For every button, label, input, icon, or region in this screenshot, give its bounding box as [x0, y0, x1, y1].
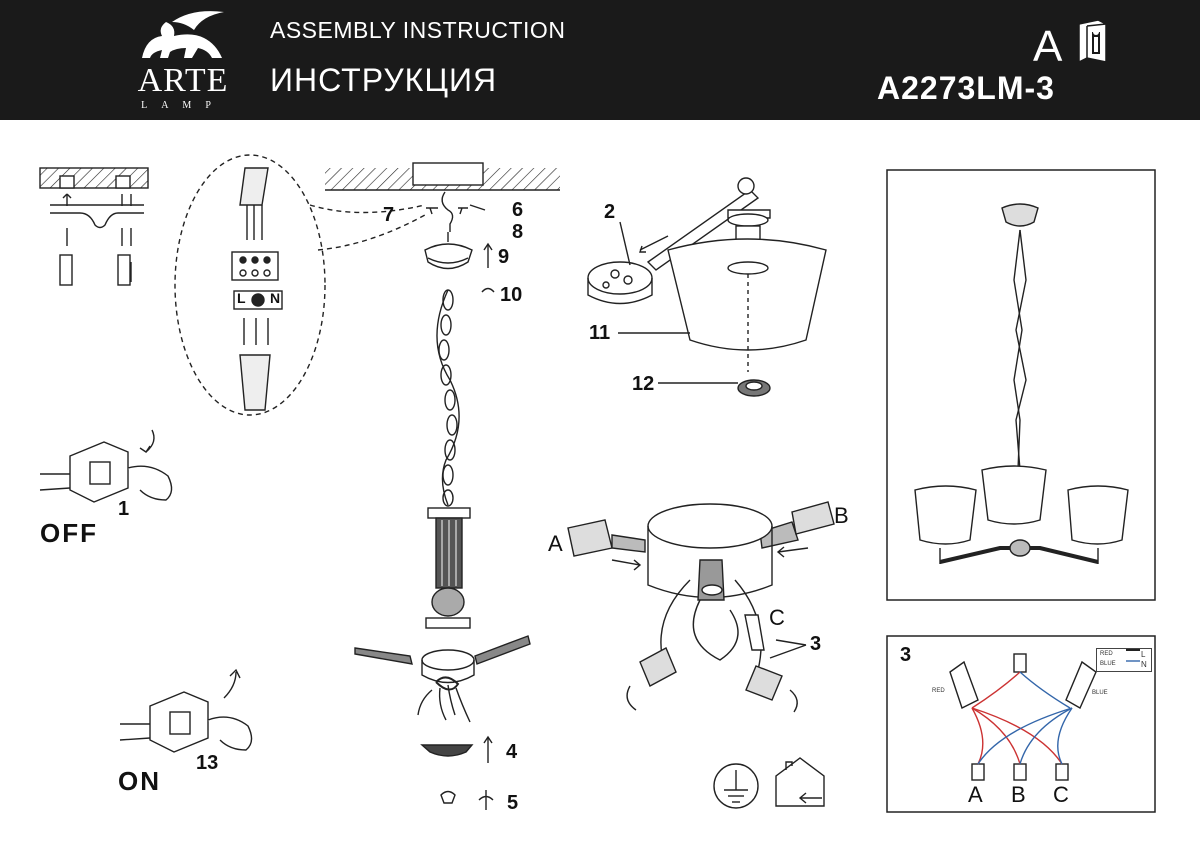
step-13-label: 13 — [196, 752, 219, 774]
wiring-c-label: C — [1053, 782, 1069, 807]
step-2-label: 2 — [604, 201, 616, 223]
wiring-b-label: B — [1011, 782, 1026, 807]
step-3-label: 3 — [810, 633, 822, 655]
brand-logo: ARTE LAMP — [120, 8, 250, 116]
legend-red: RED — [1100, 651, 1113, 657]
wire-blue-label: BLUE — [1092, 690, 1108, 696]
shade-assembly — [587, 177, 827, 397]
arm-a-label: A — [548, 531, 563, 556]
header-bar: ARTE LAMP ASSEMBLY INSTRUCTION ИНСТРУКЦИ… — [0, 0, 1200, 120]
step-4-label: 4 — [506, 741, 518, 763]
step-10-label: 10 — [500, 284, 523, 306]
arm-c-label: C — [769, 605, 785, 630]
switch-on-label: ON — [118, 766, 161, 796]
title-ru: ИНСТРУКЦИЯ — [270, 62, 498, 98]
wire-red-label: RED — [932, 688, 945, 694]
ground-symbols — [713, 757, 825, 809]
legend-blue: BLUE — [1100, 661, 1116, 667]
step-11-label: 11 — [589, 322, 611, 344]
terminal-l-label: L — [237, 290, 246, 306]
step-9-label: 9 — [498, 246, 510, 268]
step-8-label: 8 — [512, 221, 524, 243]
title-en: ASSEMBLY INSTRUCTION — [270, 17, 566, 43]
wiring-magnify-bubble — [174, 154, 426, 416]
step-6-label: 6 — [512, 199, 524, 221]
arms-assembly — [567, 501, 835, 713]
central-column — [425, 507, 471, 629]
class-letter: A — [1033, 22, 1063, 71]
lower-hub — [354, 635, 531, 723]
legend-n: N — [1141, 660, 1147, 669]
step-5-label: 5 — [507, 792, 519, 814]
step-12-label: 12 — [632, 373, 655, 395]
switch-off-drawing — [39, 429, 173, 503]
switch-on-drawing — [119, 668, 253, 753]
wiring-diagram — [949, 649, 1140, 781]
griffin-logo-icon — [142, 11, 224, 58]
info-book-icon — [1078, 19, 1107, 64]
terminal-n-label: N — [270, 290, 281, 306]
assembly-drawing — [39, 154, 1156, 813]
step-7-label: 7 — [383, 204, 395, 226]
bottom-parts — [420, 735, 494, 810]
brand-name: ARTE — [137, 62, 229, 99]
brand-sub: LAMP — [141, 100, 225, 111]
ceiling-canopy — [325, 162, 560, 293]
legend-l: L — [1141, 650, 1146, 659]
arm-b-label: B — [834, 503, 849, 528]
model-number: A2273LM-3 — [877, 70, 1055, 106]
finished-chandelier — [914, 203, 1129, 564]
switch-off-label: OFF — [40, 518, 98, 548]
wire-color-legend: RED BLUE L N — [1096, 648, 1152, 672]
wiring-a-label: A — [968, 782, 983, 807]
step-1-label: 1 — [118, 498, 130, 520]
wiring-step-label: 3 — [900, 644, 912, 666]
chain — [436, 289, 460, 507]
ceiling-mount-detail — [39, 167, 149, 286]
